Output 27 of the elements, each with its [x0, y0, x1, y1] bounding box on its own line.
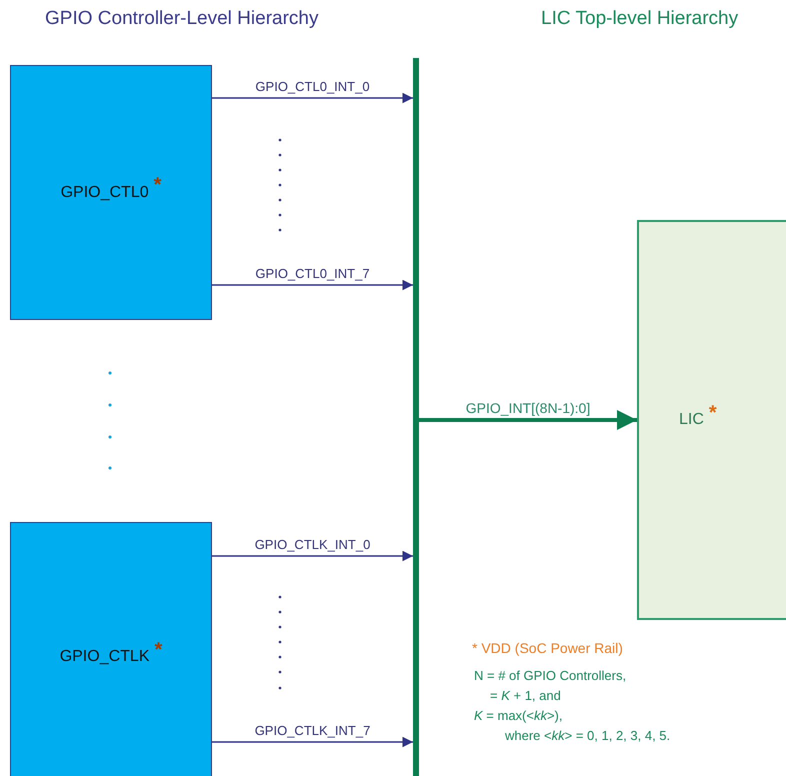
controller-block: [10, 522, 212, 776]
section-heading: GPIO Controller-Level Hierarchy: [45, 8, 318, 30]
signal-label: GPIO_CTLK_INT_0: [252, 537, 372, 552]
block-label: GPIO_CTL0: [60, 184, 149, 202]
note-line: where <kk> = 0, 1, 2, 3, 4, 5.: [505, 728, 670, 743]
interrupt-controller-block: [637, 220, 786, 620]
arrow: [212, 92, 413, 104]
note-line: N = # of GPIO Controllers,: [474, 668, 626, 683]
power-rail-mark: *: [154, 174, 162, 197]
arrow: [212, 736, 413, 748]
interrupt-bus-bar: [413, 58, 419, 776]
arrow: [419, 410, 637, 430]
signal-label: GPIO_CTL0_INT_0: [253, 79, 372, 94]
note-line: K = max(<kk>),: [474, 708, 563, 723]
block-label: LIC: [679, 411, 704, 429]
note-line: = K + 1, and: [490, 688, 561, 703]
power-rail-mark: *: [154, 638, 162, 662]
power-rail-mark: *: [708, 402, 717, 424]
footnote: * VDD (SoC Power Rail): [472, 640, 623, 656]
signal-label: GPIO_CTLK_INT_7: [252, 723, 372, 738]
arrow: [212, 280, 413, 290]
arrow: [212, 550, 413, 562]
signal-label: GPIO_INT[(8N-1):0]: [464, 400, 592, 416]
controller-block: [10, 65, 212, 320]
section-heading: LIC Top-level Hierarchy: [541, 8, 738, 30]
signal-label: GPIO_CTL0_INT_7: [253, 266, 372, 281]
block-label: GPIO_CTLK: [60, 648, 150, 666]
